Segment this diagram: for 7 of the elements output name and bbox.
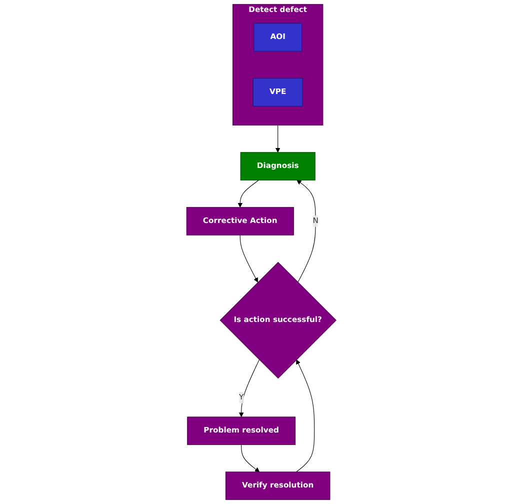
arrow [240,234,258,283]
arrow [296,180,316,283]
arrow [238,180,260,208]
arrow [276,124,280,153]
arrow [296,359,315,472]
arrow [241,444,260,472]
arrow [239,359,260,418]
